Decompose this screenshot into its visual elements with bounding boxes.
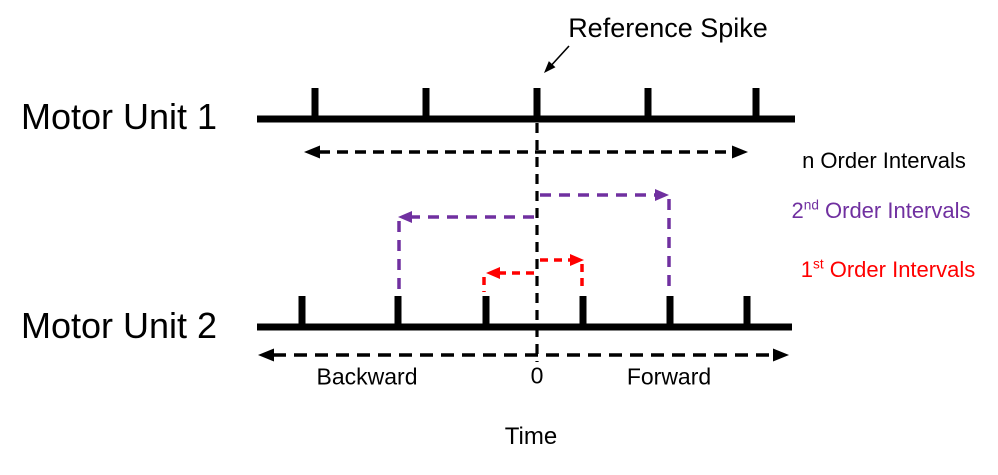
second-order-number: 2 [791, 197, 804, 223]
first-order-number: 1 [800, 256, 814, 282]
time-label: Time [504, 422, 558, 450]
motor-unit-1-label: Motor Unit 1 [20, 96, 218, 138]
zero-label: 0 [530, 362, 544, 389]
motor-unit-2-label: Motor Unit 2 [20, 305, 218, 347]
second-order-arrow-right-arrowhead [655, 189, 669, 201]
backward-label: Backward [316, 363, 418, 390]
n-order-arrowhead-left [304, 145, 320, 159]
first-order-arrow-right-arrowhead [570, 254, 584, 266]
second-order-ordinal-suffix: nd [803, 197, 819, 213]
time-axis-arrowhead-backward [258, 348, 274, 362]
first-order-intervals-label: 1st Order Intervals [800, 256, 976, 282]
n-order-intervals-label: n Order Intervals [802, 147, 966, 173]
reference-spike-label: Reference Spike [568, 13, 768, 44]
forward-label: Forward [626, 363, 712, 390]
time-axis-arrowhead-forward [773, 348, 789, 362]
first-order-ordinal-suffix: st [813, 256, 824, 272]
second-order-intervals-label: 2nd Order Intervals [791, 197, 971, 223]
n-order-arrowhead-right [732, 145, 748, 159]
first-order-text: Order Intervals [823, 256, 976, 282]
second-order-arrow-left-arrowhead [398, 211, 412, 223]
first-order-arrow-left-arrowhead [486, 267, 500, 279]
second-order-text: Order Intervals [818, 197, 971, 223]
reference-spike-pointer-arrowhead [544, 61, 556, 73]
